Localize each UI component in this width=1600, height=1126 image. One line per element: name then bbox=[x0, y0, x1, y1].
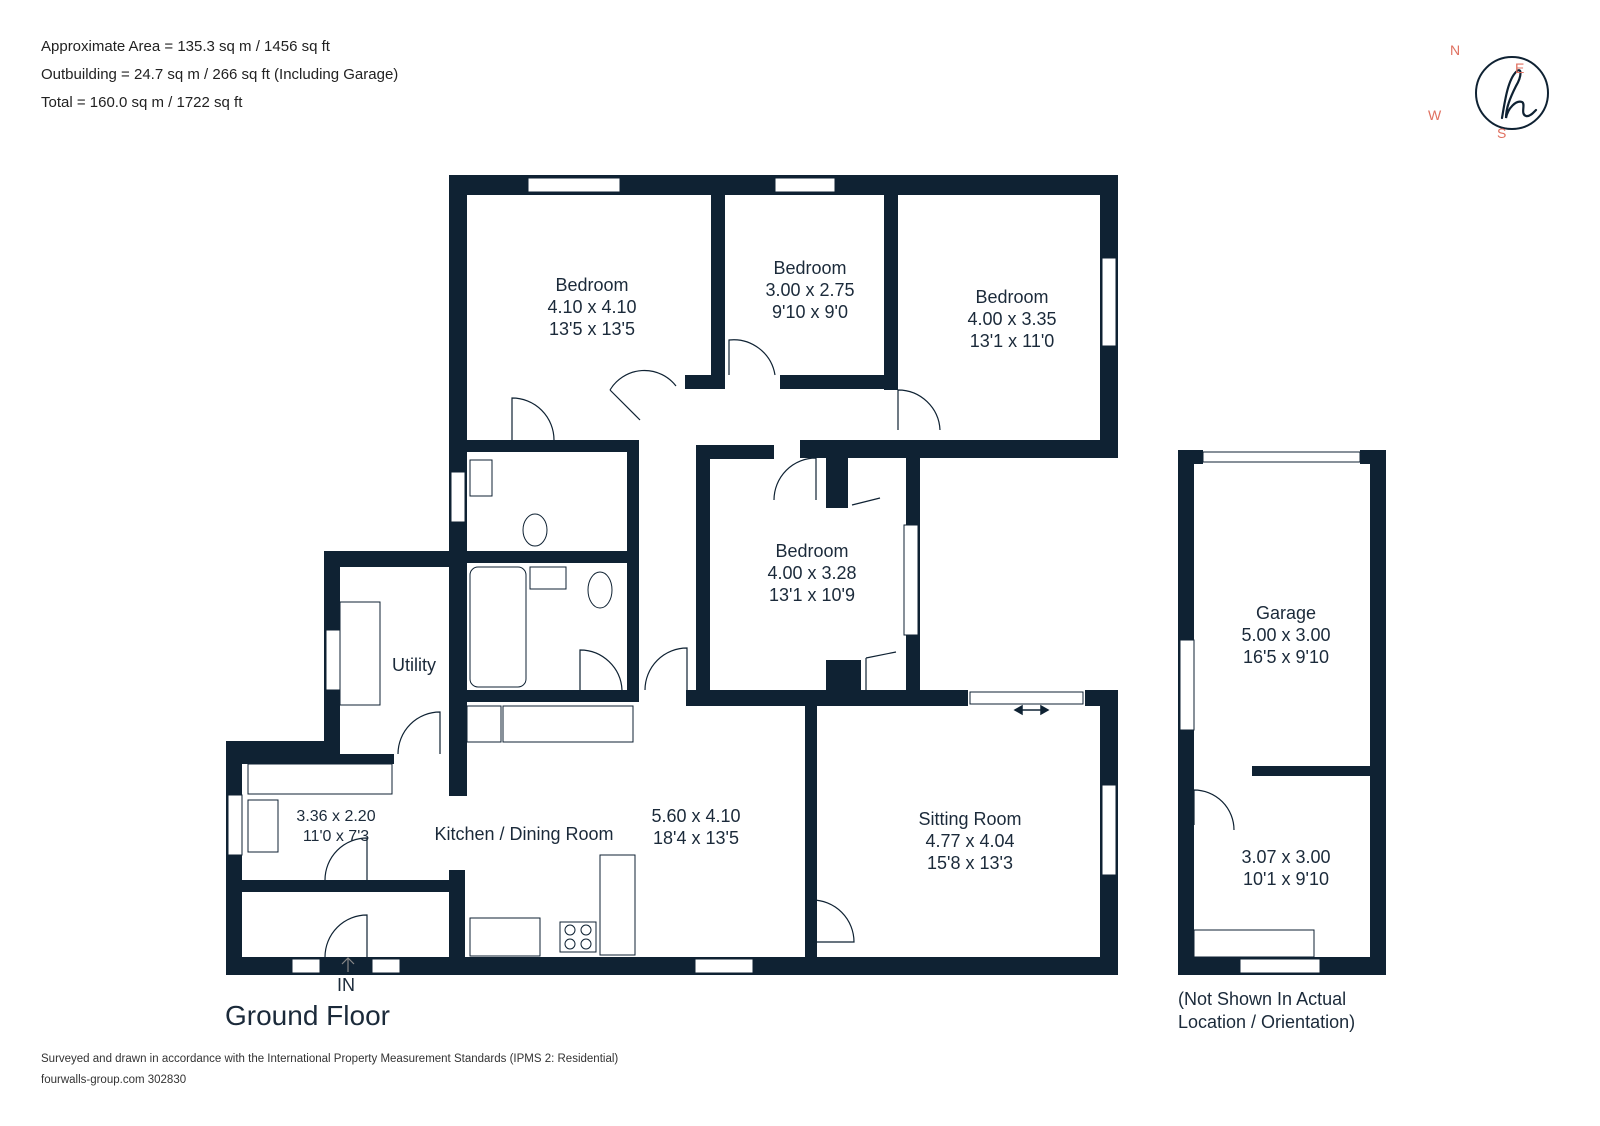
room-garage: Garage 5.00 x 3.00 16'5 x 9'10 bbox=[1241, 602, 1330, 668]
compass-e: E bbox=[1515, 60, 1525, 76]
room-metric: 5.00 x 3.00 bbox=[1241, 625, 1331, 645]
windows bbox=[227, 177, 1361, 974]
room-name: Bedroom bbox=[773, 258, 847, 278]
room-metric: 3.00 x 2.75 bbox=[765, 280, 855, 300]
room-metric: 3.07 x 3.00 bbox=[1241, 847, 1331, 867]
fourwalls-h-logo-icon bbox=[1475, 56, 1549, 130]
room-metric: 5.60 x 4.10 bbox=[651, 806, 741, 826]
compass: N E W S bbox=[1428, 40, 1560, 150]
sliding-door-arrow-icon bbox=[1013, 704, 1050, 716]
room-imperial: 15'8 x 13'3 bbox=[927, 853, 1013, 873]
room-metric: 4.10 x 4.10 bbox=[547, 297, 637, 317]
fixtures bbox=[247, 459, 1315, 958]
outbuilding-note: (Not Shown In Actual Location / Orientat… bbox=[1178, 988, 1355, 1034]
room-sitting: Sitting Room 4.77 x 4.04 15'8 x 13'3 bbox=[918, 808, 1021, 874]
footer-reference: fourwalls-group.com 302830 bbox=[41, 1074, 187, 1086]
room-imperial: 9'10 x 9'0 bbox=[772, 302, 848, 322]
room-metric: 3.36 x 2.20 bbox=[296, 808, 376, 825]
room-imperial: 18'4 x 13'5 bbox=[653, 828, 739, 848]
room-utility: Utility bbox=[392, 654, 436, 676]
note-line-1: (Not Shown In Actual bbox=[1178, 989, 1347, 1009]
room-kitchen-name: Kitchen / Dining Room bbox=[434, 823, 613, 845]
total-area: Total = 160.0 sq m / 1722 sq ft bbox=[41, 94, 243, 111]
room-name: Bedroom bbox=[555, 275, 629, 295]
room-imperial: 11'0 x 7'3 bbox=[302, 828, 370, 845]
entrance-label: IN bbox=[337, 975, 355, 995]
floor-title: Ground Floor bbox=[225, 1000, 390, 1031]
door-swings bbox=[324, 339, 1235, 958]
room-metric: 4.77 x 4.04 bbox=[925, 831, 1015, 851]
room-name: Sitting Room bbox=[918, 809, 1022, 829]
room-imperial: 16'5 x 9'10 bbox=[1243, 647, 1329, 667]
room-bedroom-4: Bedroom 4.00 x 3.28 13'1 x 10'9 bbox=[767, 540, 856, 606]
room-bedroom-2: Bedroom 3.00 x 2.75 9'10 x 9'0 bbox=[765, 257, 854, 323]
compass-n: N bbox=[1450, 42, 1461, 58]
room-bedroom-3: Bedroom 4.00 x 3.35 13'1 x 11'0 bbox=[967, 286, 1056, 352]
room-kitchen-extension: 3.36 x 2.20 11'0 x 7'3 bbox=[296, 807, 375, 847]
room-imperial: 13'5 x 13'5 bbox=[549, 319, 635, 339]
room-imperial: 13'1 x 11'0 bbox=[969, 331, 1055, 351]
outbuilding-area: Outbuilding = 24.7 sq m / 266 sq ft (Inc… bbox=[41, 66, 399, 83]
room-metric: 4.00 x 3.28 bbox=[767, 563, 857, 583]
room-garage-store: 3.07 x 3.00 10'1 x 9'10 bbox=[1241, 846, 1330, 890]
room-bedroom-1: Bedroom 4.10 x 4.10 13'5 x 13'5 bbox=[547, 274, 636, 340]
room-name: Bedroom bbox=[975, 287, 1049, 307]
room-imperial: 13'1 x 10'9 bbox=[769, 585, 855, 605]
approximate-area: Approximate Area = 135.3 sq m / 1456 sq … bbox=[41, 38, 330, 55]
note-line-2: Location / Orientation) bbox=[1178, 1012, 1356, 1032]
footer-standards: Surveyed and drawn in accordance with th… bbox=[41, 1053, 619, 1065]
entrance-arrow-icon bbox=[341, 957, 355, 972]
room-metric: 4.00 x 3.35 bbox=[967, 309, 1057, 329]
compass-w: W bbox=[1428, 107, 1442, 123]
room-imperial: 10'1 x 9'10 bbox=[1243, 869, 1329, 889]
room-name: Utility bbox=[392, 655, 436, 675]
compass-s: S bbox=[1497, 125, 1507, 141]
room-name: Kitchen / Dining Room bbox=[434, 824, 614, 844]
room-name: Garage bbox=[1255, 603, 1317, 623]
room-name: Bedroom bbox=[775, 541, 849, 561]
room-kitchen-dims: 5.60 x 4.10 18'4 x 13'5 bbox=[651, 805, 740, 849]
